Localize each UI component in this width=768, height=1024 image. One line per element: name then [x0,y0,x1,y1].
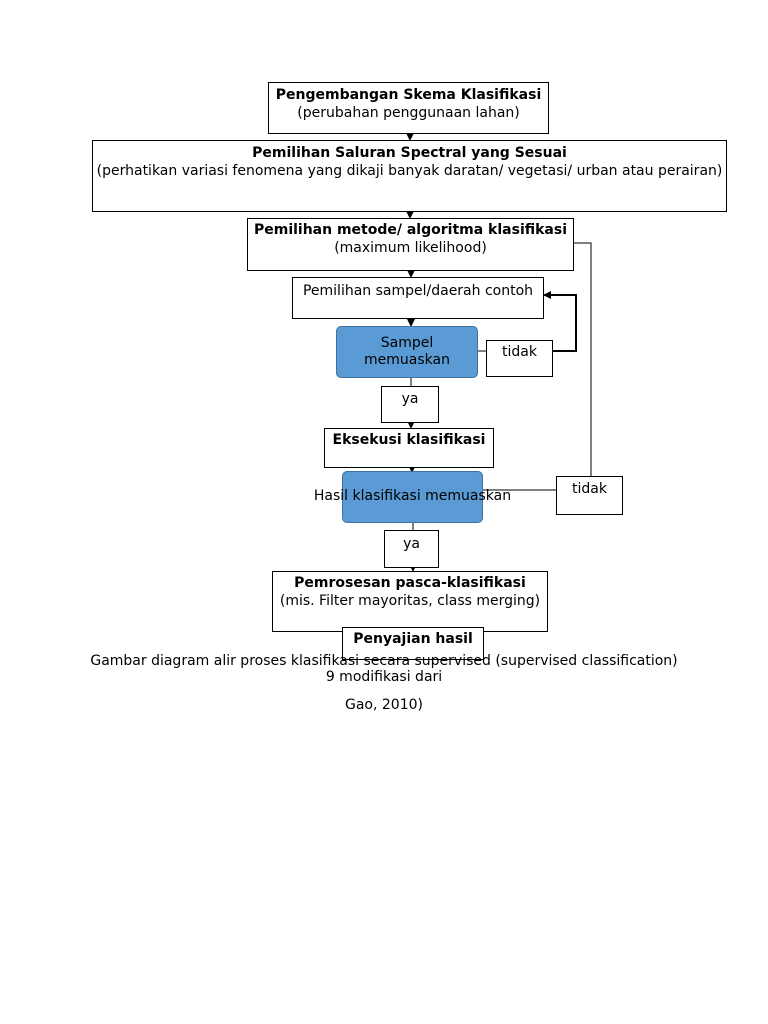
node-spectral: Pemilihan Saluran Spectral yang Sesuai (… [92,140,727,212]
decision-sample-ok-line1: Sampel [380,335,434,351]
node-postproc: Pemrosesan pasca-klasifikasi (mis. Filte… [272,571,548,632]
node-schema: Pengembangan Skema Klasifikasi (perubaha… [268,82,549,134]
node-sample: Pemilihan sampel/daerah contoh [292,277,544,319]
node-method-title: Pemilihan metode/ algoritma klasifikasi [253,222,568,238]
decision-sample-ok: Sampel memuaskan [336,326,478,378]
node-schema-title: Pengembangan Skema Klasifikasi [275,87,542,103]
label-ya-2-text: ya [403,536,420,552]
node-execute-title: Eksekusi klasifikasi [332,432,486,448]
node-execute: Eksekusi klasifikasi [324,428,494,468]
label-ya-1: ya [381,386,439,423]
label-tidak-2: tidak [556,476,623,515]
decision-sample-ok-line2: memuaskan [364,352,450,368]
node-method-sub: (maximum likelihood) [334,240,487,256]
node-postproc-sub: (mis. Filter mayoritas, class merging) [279,593,541,609]
label-ya-1-text: ya [401,391,419,407]
node-present-title: Penyajian hasil [353,631,473,647]
caption-line-2: 9 modifikasi dari [325,669,443,685]
node-spectral-title: Pemilihan Saluran Spectral yang Sesuai [252,145,567,161]
decision-result-ok-text: Hasil klasifikasi memuaskan [313,488,512,504]
node-method: Pemilihan metode/ algoritma klasifikasi … [247,218,574,271]
caption-line-3: Gao, 2010) [345,697,423,713]
node-sample-text: Pemilihan sampel/daerah contoh [302,283,534,299]
label-ya-2: ya [384,530,439,568]
node-schema-sub: (perubahan penggunaan lahan) [297,105,520,121]
node-spectral-sub: (perhatikan variasi fenomena yang dikaji… [96,163,723,179]
caption-line-1: Gambar diagram alir proses klasifikasi s… [90,653,678,669]
label-tidak-1-text: tidak [502,344,537,360]
label-tidak-1: tidak [486,340,553,377]
decision-result-ok [342,471,483,523]
node-present: Penyajian hasil [342,627,484,660]
label-tidak-2-text: tidak [572,481,607,497]
node-postproc-title: Pemrosesan pasca-klasifikasi [294,575,526,591]
